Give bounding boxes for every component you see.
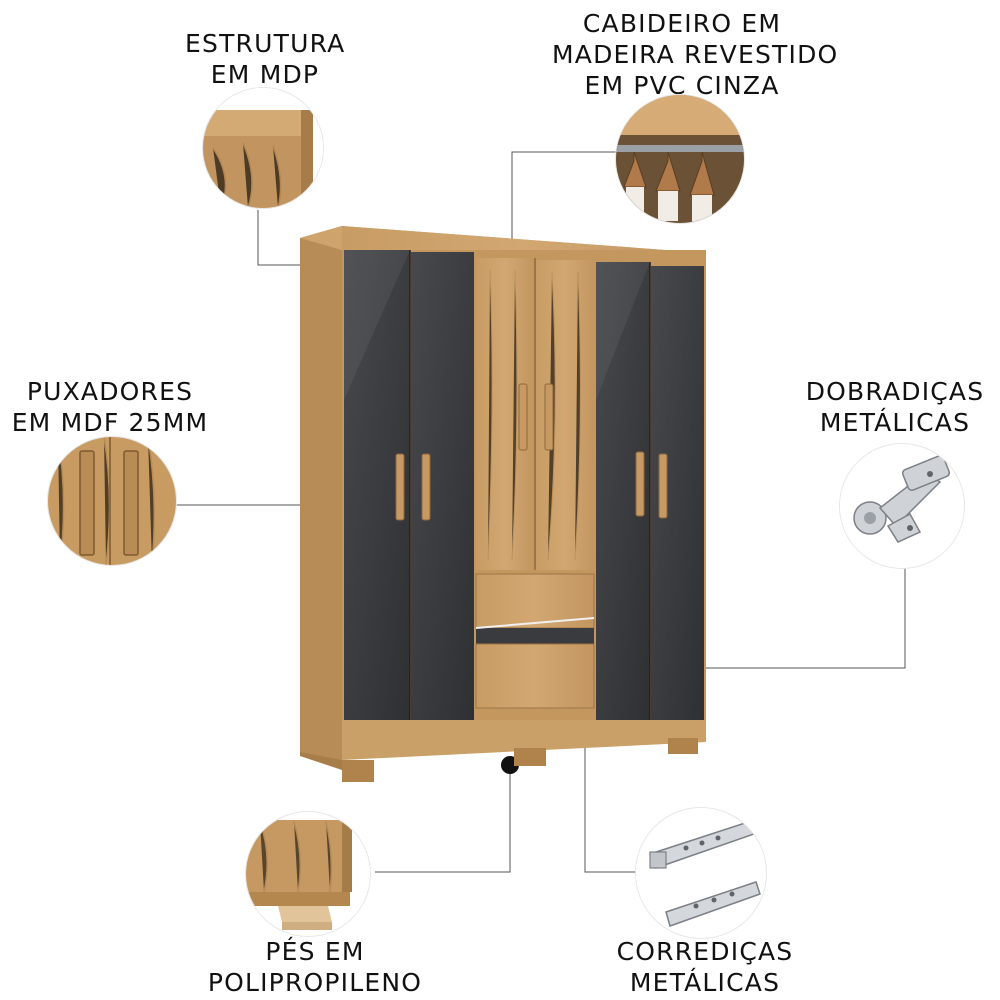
inset-puxadores xyxy=(48,437,176,565)
label-corredicas: CORREDIÇAS METÁLICAS xyxy=(605,936,805,998)
label-estrutura-line1: ESTRUTURA xyxy=(185,29,346,58)
label-pes-line2: POLIPROPILENO xyxy=(207,968,423,997)
label-puxadores-line2: EM MDF 25MM xyxy=(11,408,209,437)
label-corredicas-line1: CORREDIÇAS xyxy=(616,937,794,966)
wood-corner-icon xyxy=(203,88,323,208)
inset-corredicas xyxy=(636,808,766,938)
handle-3 xyxy=(518,383,528,451)
label-estrutura-line2: EM MDP xyxy=(210,60,320,89)
handles-icon xyxy=(48,437,176,565)
label-dobradicas: DOBRADIÇAS METÁLICAS xyxy=(800,376,990,438)
inset-dobradicas xyxy=(840,444,964,568)
label-corredicas-line2: METÁLICAS xyxy=(629,968,781,997)
handle-4 xyxy=(544,383,554,451)
label-cabideiro-line2: MADEIRA REVESTIDO xyxy=(552,40,839,69)
foot-1 xyxy=(342,760,374,782)
label-dobradicas-line2: METÁLICAS xyxy=(819,408,971,437)
label-pes: PÉS EM POLIPROPILENO xyxy=(200,936,430,998)
handle-5 xyxy=(635,451,645,517)
drawer-gap xyxy=(476,628,594,644)
label-pes-line1: PÉS EM xyxy=(265,937,365,966)
drawer-slide-icon xyxy=(636,808,766,938)
label-dobradicas-line1: DOBRADIÇAS xyxy=(805,377,985,406)
leader-corredicas xyxy=(584,688,637,873)
label-cabideiro-line1: CABIDEIRO EM xyxy=(582,9,782,38)
door-2 xyxy=(411,252,474,720)
inset-cabideiro xyxy=(616,95,744,223)
inset-estrutura xyxy=(203,88,323,208)
label-estrutura: ESTRUTURA EM MDP xyxy=(185,28,345,90)
leader-dobradicas xyxy=(692,565,906,669)
leader-estrutura xyxy=(257,210,318,266)
foot-3 xyxy=(668,738,698,754)
handles xyxy=(395,383,668,521)
label-puxadores-line1: PUXADORES xyxy=(26,377,194,406)
side-panel xyxy=(300,226,342,770)
handle-2 xyxy=(421,453,431,521)
leader-cabideiro xyxy=(511,151,618,272)
foot-2 xyxy=(514,748,546,766)
drawer-2 xyxy=(475,643,595,709)
label-puxadores: PUXADORES EM MDF 25MM xyxy=(10,376,210,438)
foot-icon xyxy=(246,812,370,936)
hinge-icon xyxy=(840,444,964,568)
hanger-rail-icon xyxy=(616,95,744,223)
handle-1 xyxy=(395,453,405,521)
base xyxy=(342,720,706,760)
leader-pes xyxy=(375,765,511,873)
inset-pes xyxy=(246,812,370,936)
handle-6 xyxy=(658,453,668,519)
